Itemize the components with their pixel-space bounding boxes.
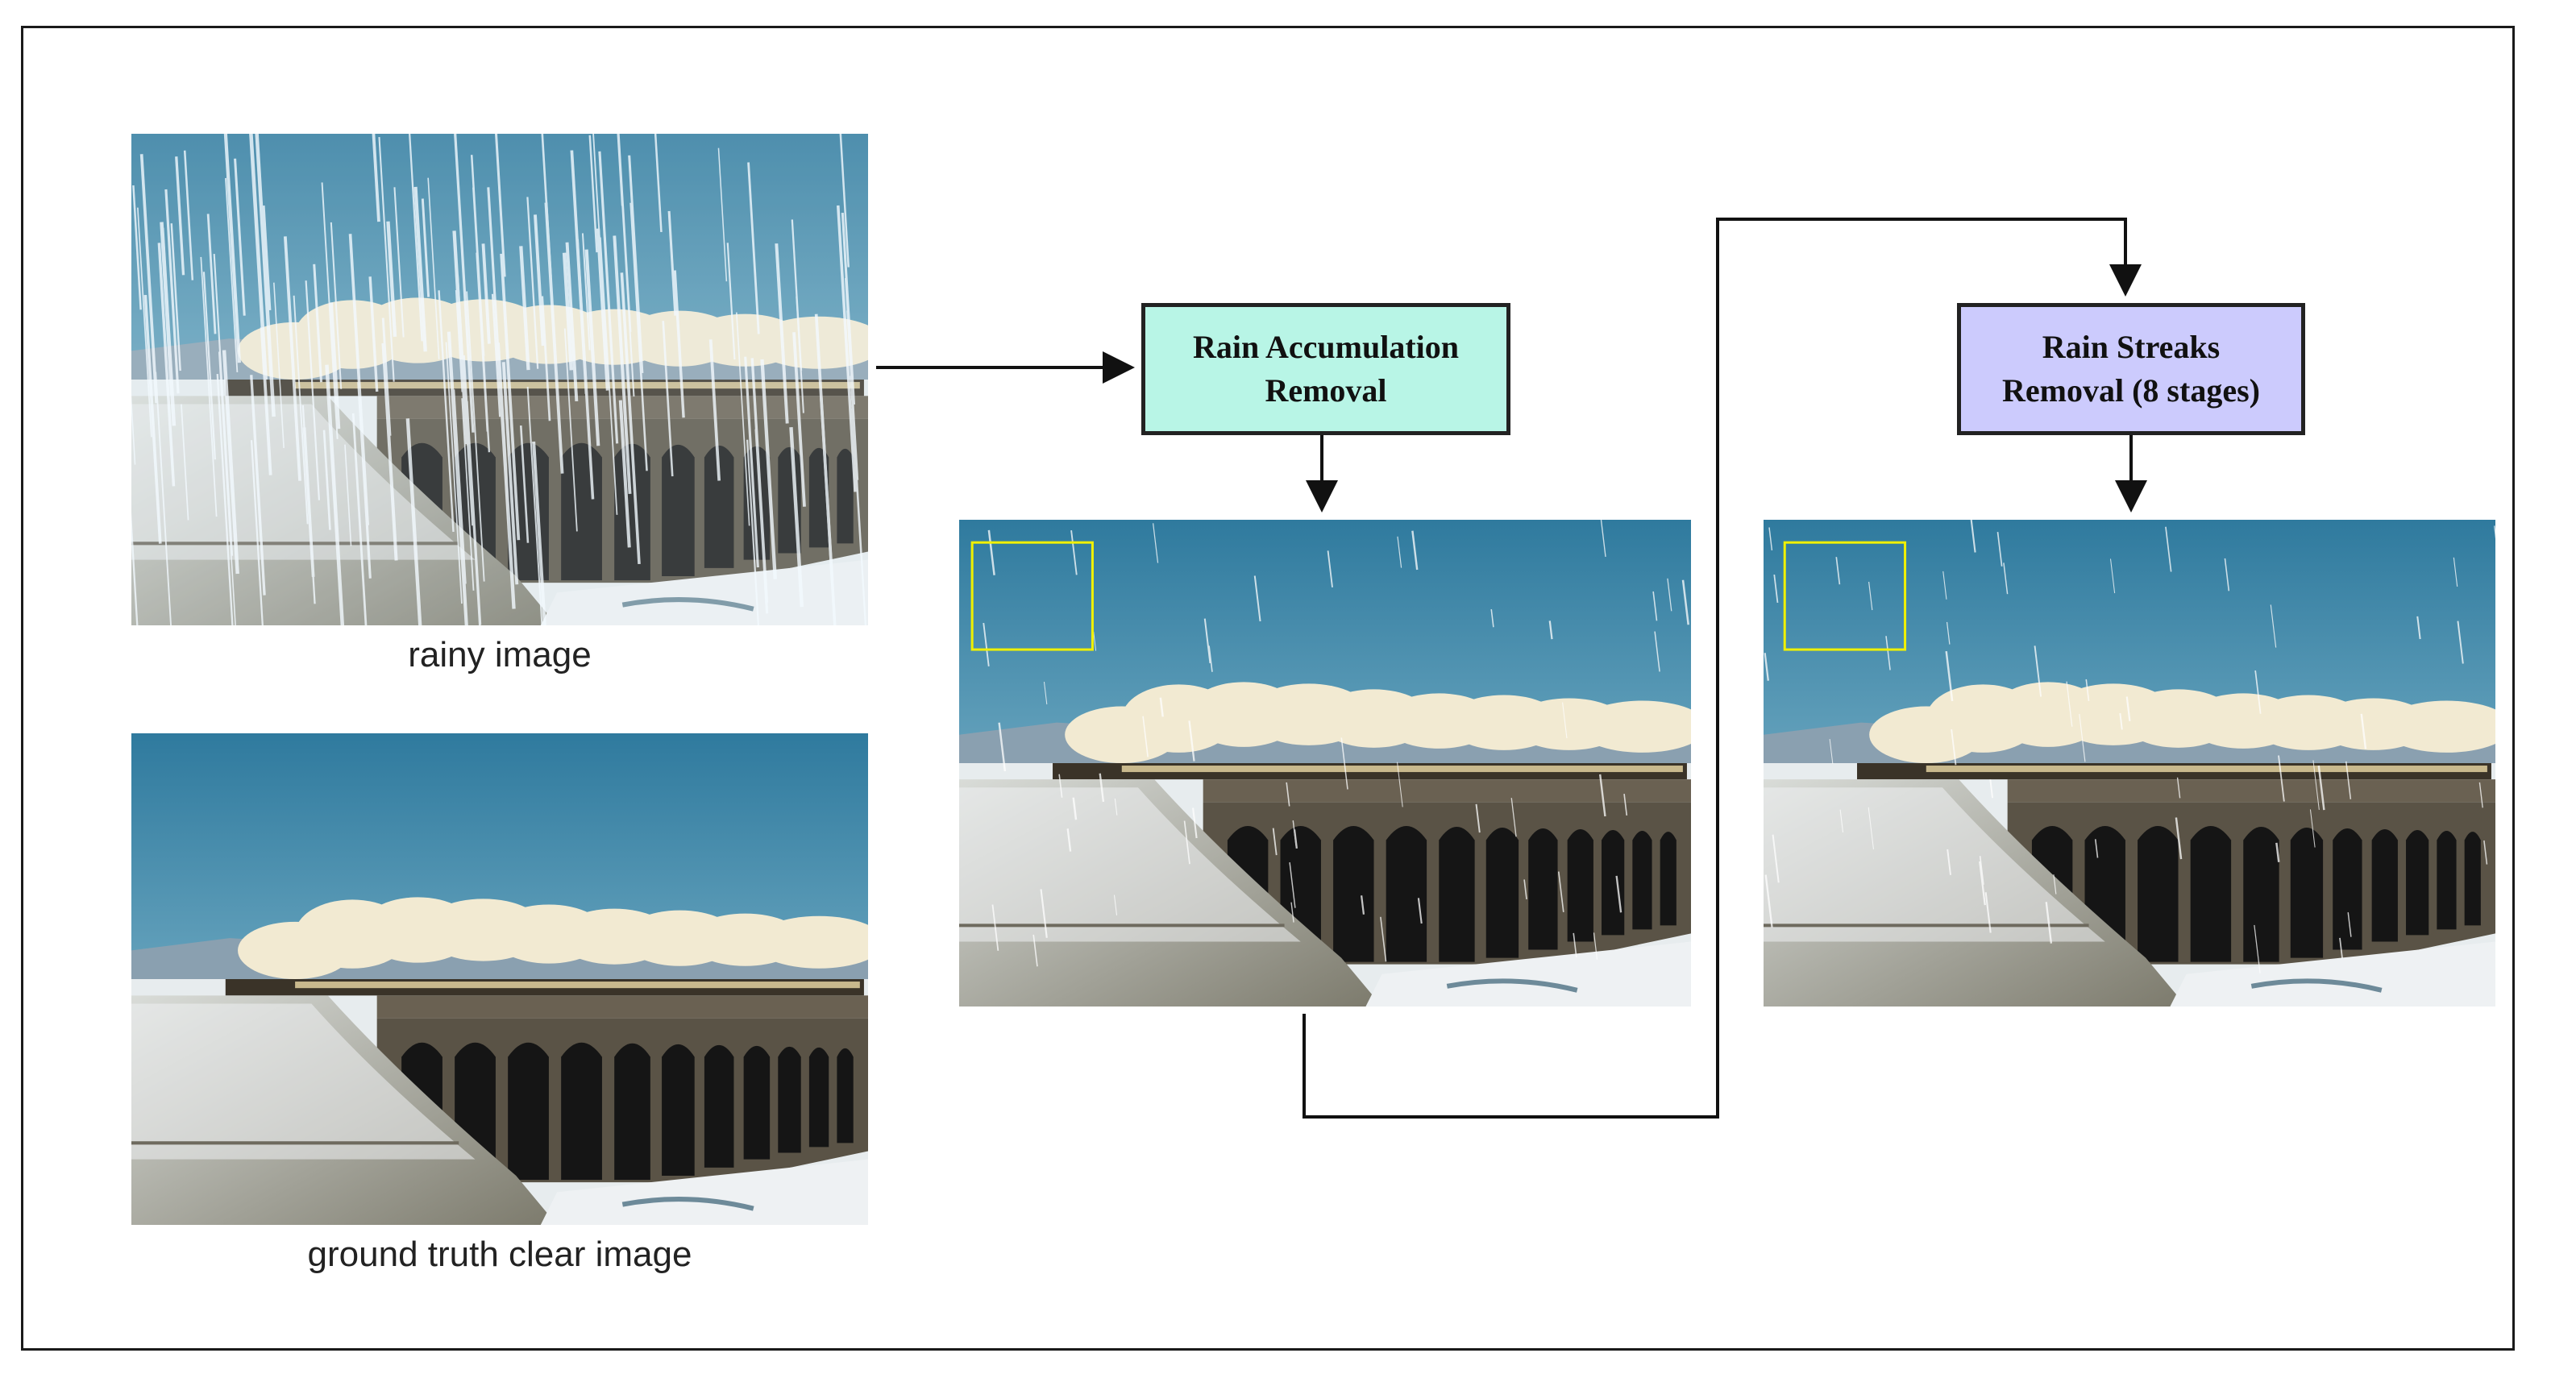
highlight-box — [970, 541, 1094, 651]
rain-streaks-removal-box: Rain Streaks Removal (8 stages) — [1957, 303, 2305, 435]
stage-label-line2: Removal (8 stages) — [2002, 372, 2260, 409]
ground-truth-image — [131, 733, 868, 1225]
rainy-image-caption: rainy image — [408, 635, 592, 674]
stage-label-line1: Rain Streaks — [2042, 329, 2221, 365]
accumulation-removed-image — [959, 520, 1691, 1007]
rain-accumulation-removal-box: Rain Accumulation Removal — [1141, 303, 1510, 435]
heavy-rain-overlay — [131, 134, 867, 625]
stage-label-line1: Rain Accumulation — [1192, 329, 1460, 365]
rainy-image — [131, 134, 868, 625]
stage-label-line2: Removal — [1265, 372, 1387, 409]
ground-truth-caption: ground truth clear image — [307, 1235, 692, 1274]
streaks-removed-image — [1764, 520, 2495, 1007]
